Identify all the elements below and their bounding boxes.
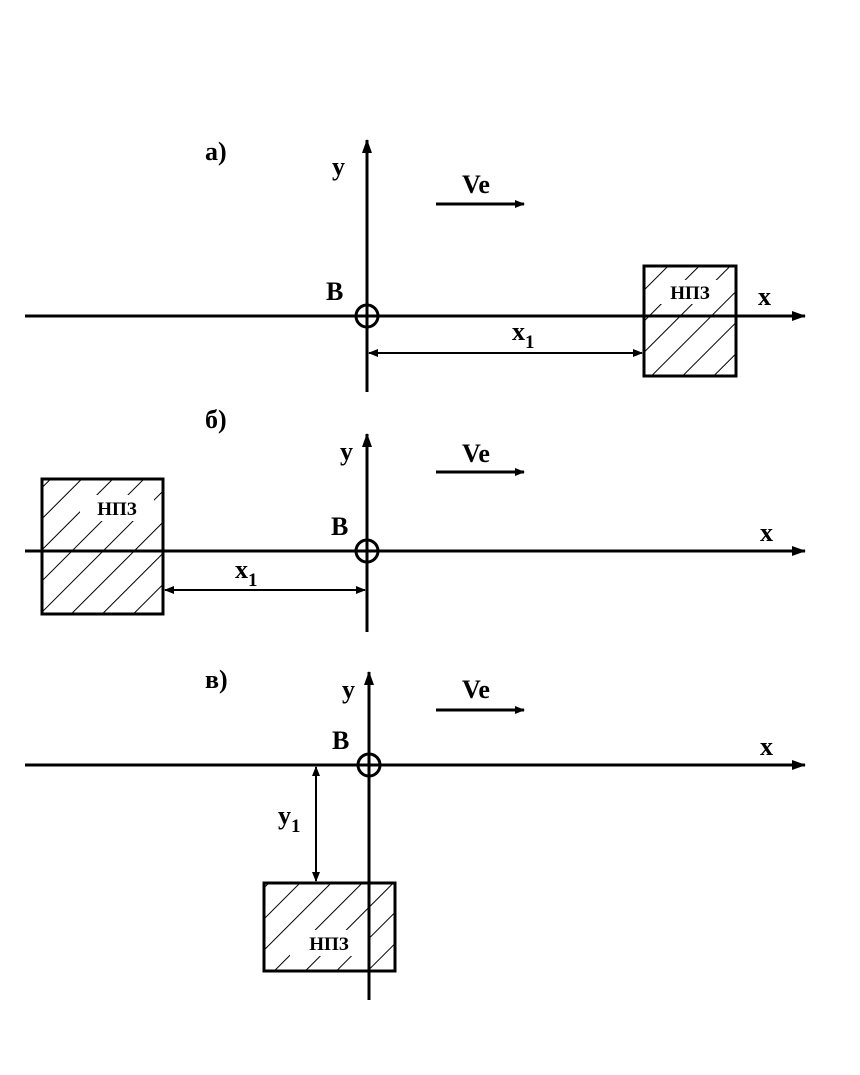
panel-c: в) x y B Ve НПЗ y1 bbox=[25, 665, 806, 1000]
panel-b-y-label: y bbox=[340, 437, 353, 466]
panel-c-letter: в) bbox=[205, 665, 228, 694]
panel-c-velocity-label: Ve bbox=[462, 675, 490, 704]
panel-b-zone-label: НПЗ bbox=[97, 499, 137, 520]
panel-b-letter: б) bbox=[205, 405, 227, 434]
panel-c-x-label: x bbox=[760, 732, 773, 761]
panel-c-zone-label: НПЗ bbox=[309, 934, 349, 955]
panel-a-velocity-label: Ve bbox=[462, 170, 490, 199]
panel-a-zone-label: НПЗ bbox=[670, 283, 710, 304]
panel-a: а) x y B Ve НПЗ x1 bbox=[25, 137, 806, 392]
panel-b-velocity-label: Ve bbox=[462, 439, 490, 468]
panel-c-zone-label-bg bbox=[290, 930, 368, 956]
panel-c-dimension-label: y1 bbox=[278, 801, 301, 837]
panel-a-point-label: B bbox=[326, 277, 343, 306]
panel-b-dimension-label: x1 bbox=[235, 555, 258, 591]
panel-a-x-label: x bbox=[758, 282, 771, 311]
panel-a-zone-label-bg bbox=[657, 280, 723, 304]
panel-a-letter: а) bbox=[205, 137, 227, 166]
panel-b-zone-label-bg bbox=[80, 495, 154, 521]
panel-b-x-label: x bbox=[760, 518, 773, 547]
panel-c-point-label: B bbox=[332, 726, 349, 755]
panel-b: б) x y B Ve НПЗ x1 bbox=[25, 405, 806, 632]
panel-c-zone-box bbox=[262, 881, 397, 973]
panel-b-point-label: B bbox=[331, 512, 348, 541]
panel-c-y-label: y bbox=[342, 675, 355, 704]
panel-a-dimension-label: x1 bbox=[512, 317, 535, 353]
panel-a-y-label: y bbox=[332, 152, 345, 181]
